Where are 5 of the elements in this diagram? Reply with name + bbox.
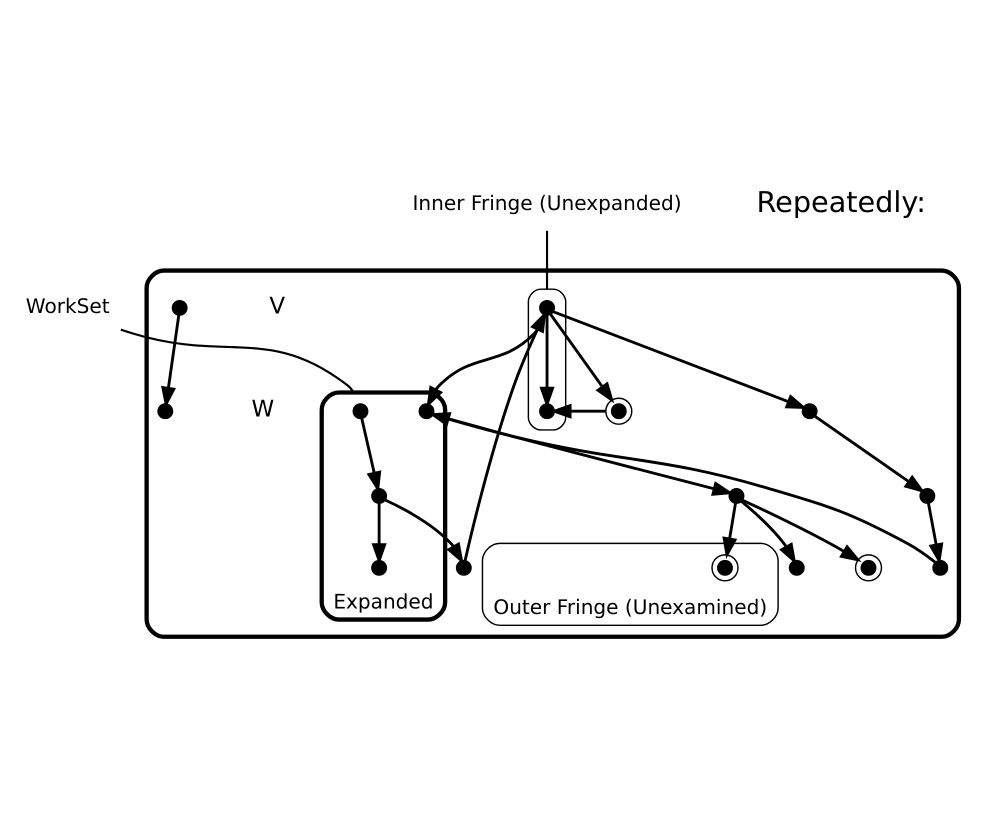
node-text: WorkSet bbox=[26, 294, 110, 318]
label: Repeatedly: bbox=[756, 184, 926, 219]
node-text: Inner Fringe (Unexpanded) bbox=[412, 190, 682, 215]
node-label: W bbox=[252, 396, 274, 423]
node-label: V bbox=[269, 293, 286, 320]
